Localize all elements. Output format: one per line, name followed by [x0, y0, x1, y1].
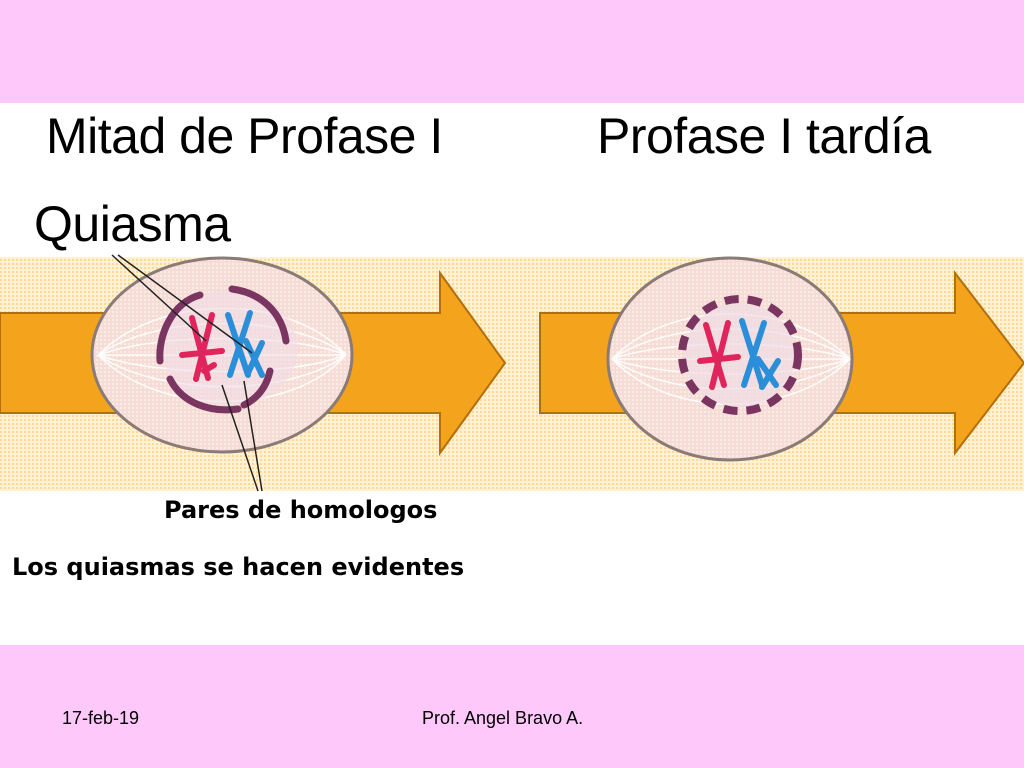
footer-date: 17-feb-19	[62, 708, 140, 728]
figure-caption: Los quiasmas se hacen evidentes	[12, 553, 465, 581]
meiosis-diagram	[0, 254, 1024, 492]
footer-author: Prof. Angel Bravo A.	[422, 708, 584, 728]
label-homologous-pairs: Pares de homologos	[164, 496, 438, 524]
chromosomes-red-1	[179, 312, 225, 382]
cell-late-prophase	[606, 256, 854, 462]
cell-mid-prophase	[90, 254, 354, 492]
title-late-prophase: Profase I tardía	[597, 108, 931, 164]
title-mid-prophase: Mitad de Profase I	[46, 108, 443, 164]
label-chiasma: Quiasma	[34, 196, 231, 252]
chromosomes-blue-2	[739, 318, 781, 390]
chromosomes-red-2	[697, 320, 741, 390]
slide-footer-band	[0, 645, 1024, 768]
slide-top-band	[0, 0, 1024, 103]
pointer-lines	[111, 254, 263, 492]
meiosis-figure: Mitad de Profase I Profase I tardía Quia…	[0, 103, 1024, 645]
